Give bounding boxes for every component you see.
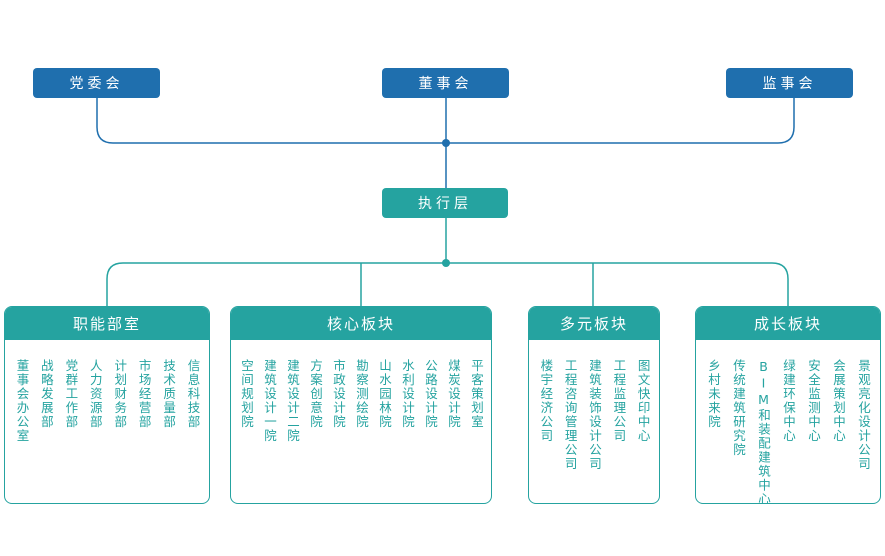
supervisory-board-box: 监事会 (726, 68, 853, 98)
department-item: 信息科技部 (185, 359, 201, 429)
executive-box: 执行层 (382, 188, 508, 218)
company-item: 建筑装饰设计公司 (586, 359, 602, 471)
company-item: 楼宇经济公司 (538, 359, 554, 443)
group-title: 成长板块 (696, 307, 880, 340)
department-item: 计划财务部 (112, 359, 128, 429)
institute-item: 山水园林院 (377, 359, 392, 429)
institute-item: 公路设计院 (423, 359, 438, 429)
center-item: 传统建筑研究院 (731, 359, 746, 457)
group-diversified-segment: 多元板块 楼宇经济公司 工程咨询管理公司 建筑装饰设计公司 工程监理公司 图文快… (528, 306, 660, 504)
company-item: 工程咨询管理公司 (562, 359, 578, 471)
center-item: 安全监测中心 (806, 359, 821, 443)
top-junction-dot (442, 139, 450, 147)
center-item: 景观亮化设计公司 (856, 359, 871, 471)
institute-item: 建筑设计二院 (285, 359, 300, 443)
institute-item: 市政设计院 (331, 359, 346, 429)
group-core-segment: 核心板块 空间规划院 建筑设计一院 建筑设计二院 方案创意院 市政设计院 勘察测… (230, 306, 492, 504)
institute-item: 水利设计院 (400, 359, 415, 429)
institute-item: 空间规划院 (239, 359, 254, 429)
group-title: 多元板块 (529, 307, 659, 340)
company-item: 图文快印中心 (635, 359, 651, 443)
company-item: 工程监理公司 (611, 359, 627, 443)
center-item: 绿建环保中心 (781, 359, 796, 443)
institute-item: 建筑设计一院 (262, 359, 277, 443)
center-item: 乡村未来院 (706, 359, 721, 429)
institute-item: 方案创意院 (308, 359, 323, 429)
institute-item: 勘察测绘院 (354, 359, 369, 429)
party-committee-box: 党委会 (33, 68, 160, 98)
institute-item: 煤炭设计院 (446, 359, 461, 429)
center-item: 会展策划中心 (831, 359, 846, 443)
institute-item: 平客策划室 (469, 359, 484, 429)
department-item: 技术质量部 (161, 359, 177, 429)
department-item: 战略发展部 (38, 359, 54, 429)
group-growth-segment: 成长板块 乡村未来院 传统建筑研究院 BIM和装配建筑中心 绿建环保中心 安全监… (695, 306, 881, 504)
department-item: 人力资源部 (87, 359, 103, 429)
department-item: 党群工作部 (63, 359, 79, 429)
group-functional-departments: 职能部室 董事会办公室 战略发展部 党群工作部 人力资源部 计划财务部 市场经营… (4, 306, 210, 504)
group-connector (106, 262, 789, 306)
center-item: BIM和装配建筑中心 (756, 359, 771, 504)
group-title: 核心板块 (231, 307, 491, 340)
group-title: 职能部室 (5, 307, 209, 340)
board-of-directors-box: 董事会 (382, 68, 509, 98)
department-item: 市场经营部 (136, 359, 152, 429)
department-item: 董事会办公室 (14, 359, 30, 443)
group-junction-dot (442, 259, 450, 267)
